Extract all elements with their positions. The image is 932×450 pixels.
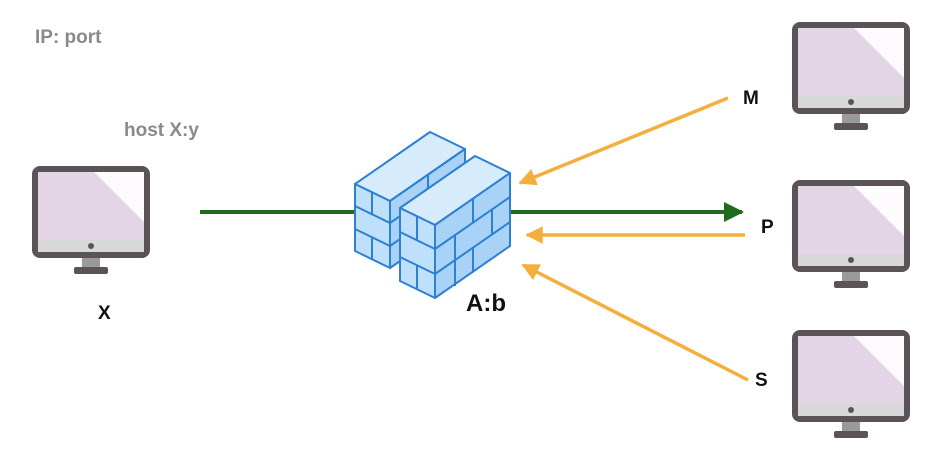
- firewall-label: A:b: [466, 290, 506, 317]
- brick-wall-icon: [354, 131, 511, 299]
- client-label: X: [98, 303, 111, 324]
- inbound-connection-m: [518, 96, 729, 186]
- peer-m-label: M: [743, 88, 759, 109]
- peer-s-label: S: [755, 370, 768, 391]
- peer-p-monitor-icon: [792, 180, 910, 288]
- inbound-connection-s: [521, 263, 749, 382]
- peer-s-monitor-icon: [792, 330, 910, 438]
- peer-p-label: P: [761, 217, 774, 238]
- client-monitor-icon: [32, 166, 150, 274]
- legend-label: IP: port: [35, 27, 102, 48]
- host-label: host X:y: [124, 120, 199, 141]
- peer-m-monitor-icon: [792, 22, 910, 130]
